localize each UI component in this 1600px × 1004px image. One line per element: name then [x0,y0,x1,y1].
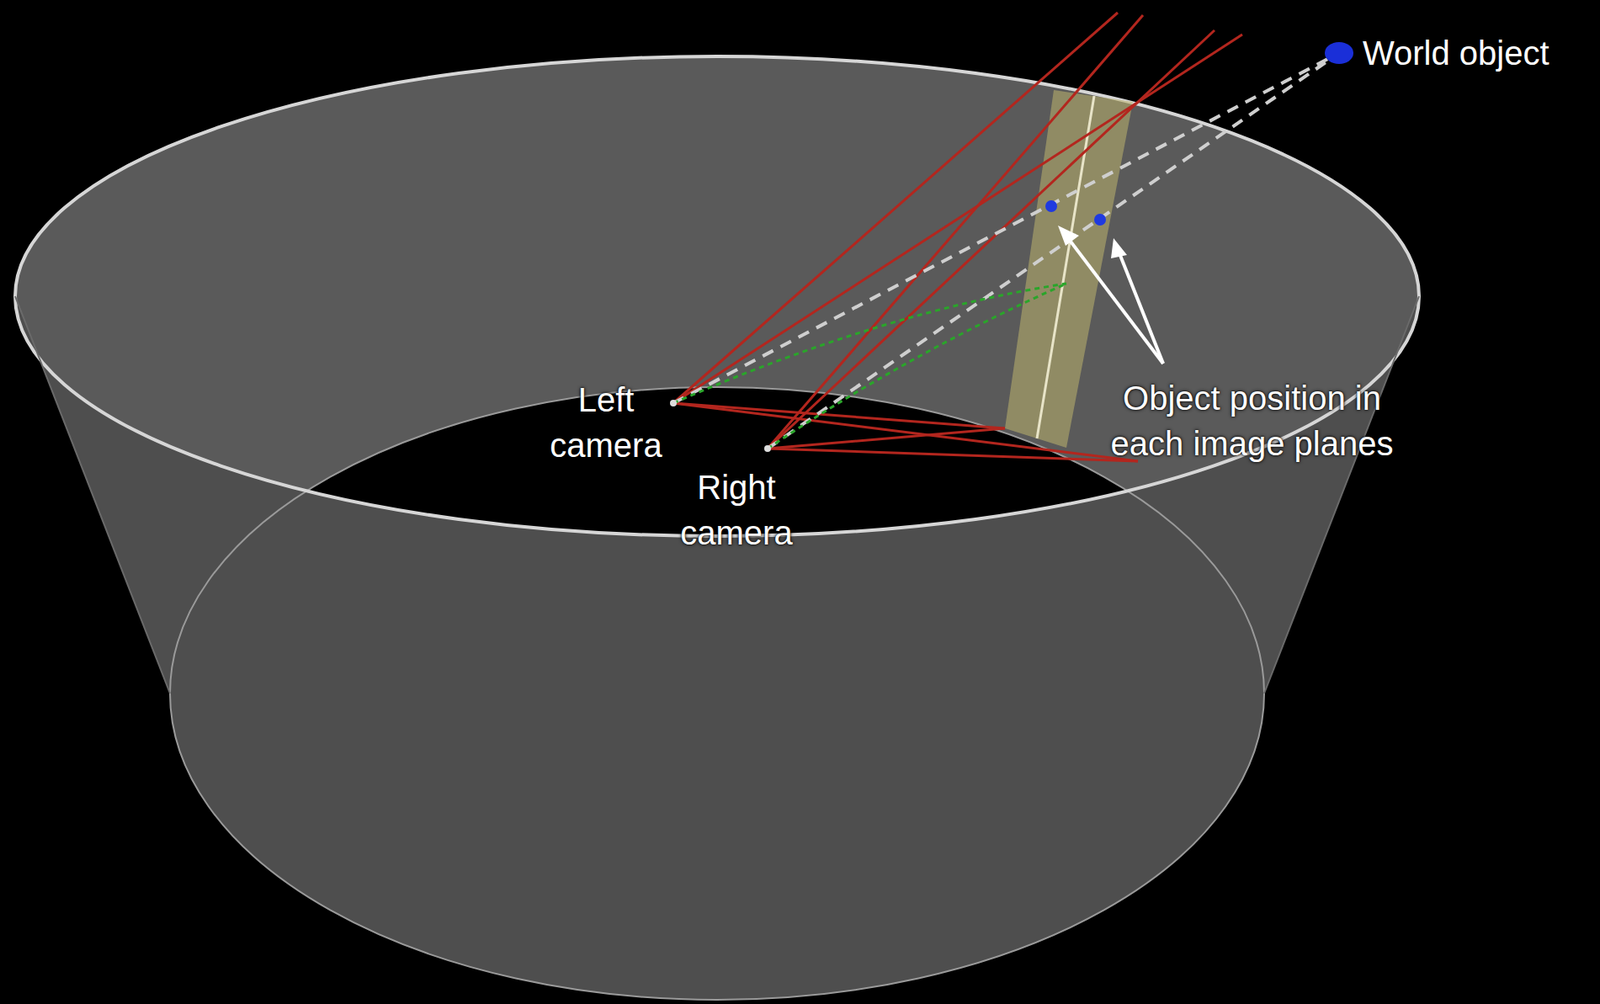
callout-arrow [1057,225,1164,364]
world-object-label: World object [1362,30,1590,76]
callout-label: Object position in each image planes [1094,375,1410,467]
side-edge [1264,296,1420,694]
side-edge [15,296,171,694]
image-point [1094,213,1106,226]
camera-label: Left camera [538,377,674,468]
world-object [1324,42,1354,64]
bottom-rim [170,387,1265,1000]
cylinder-front-wall [15,296,1420,1000]
image-plane [1004,90,1133,448]
optical-axis [673,283,1067,449]
camera-center [669,399,677,407]
image-plane-divider [1036,95,1095,439]
camera-center [764,445,771,452]
top-rim [15,56,1420,537]
camera-label: Right camera [669,464,804,556]
image-point [1045,200,1058,213]
